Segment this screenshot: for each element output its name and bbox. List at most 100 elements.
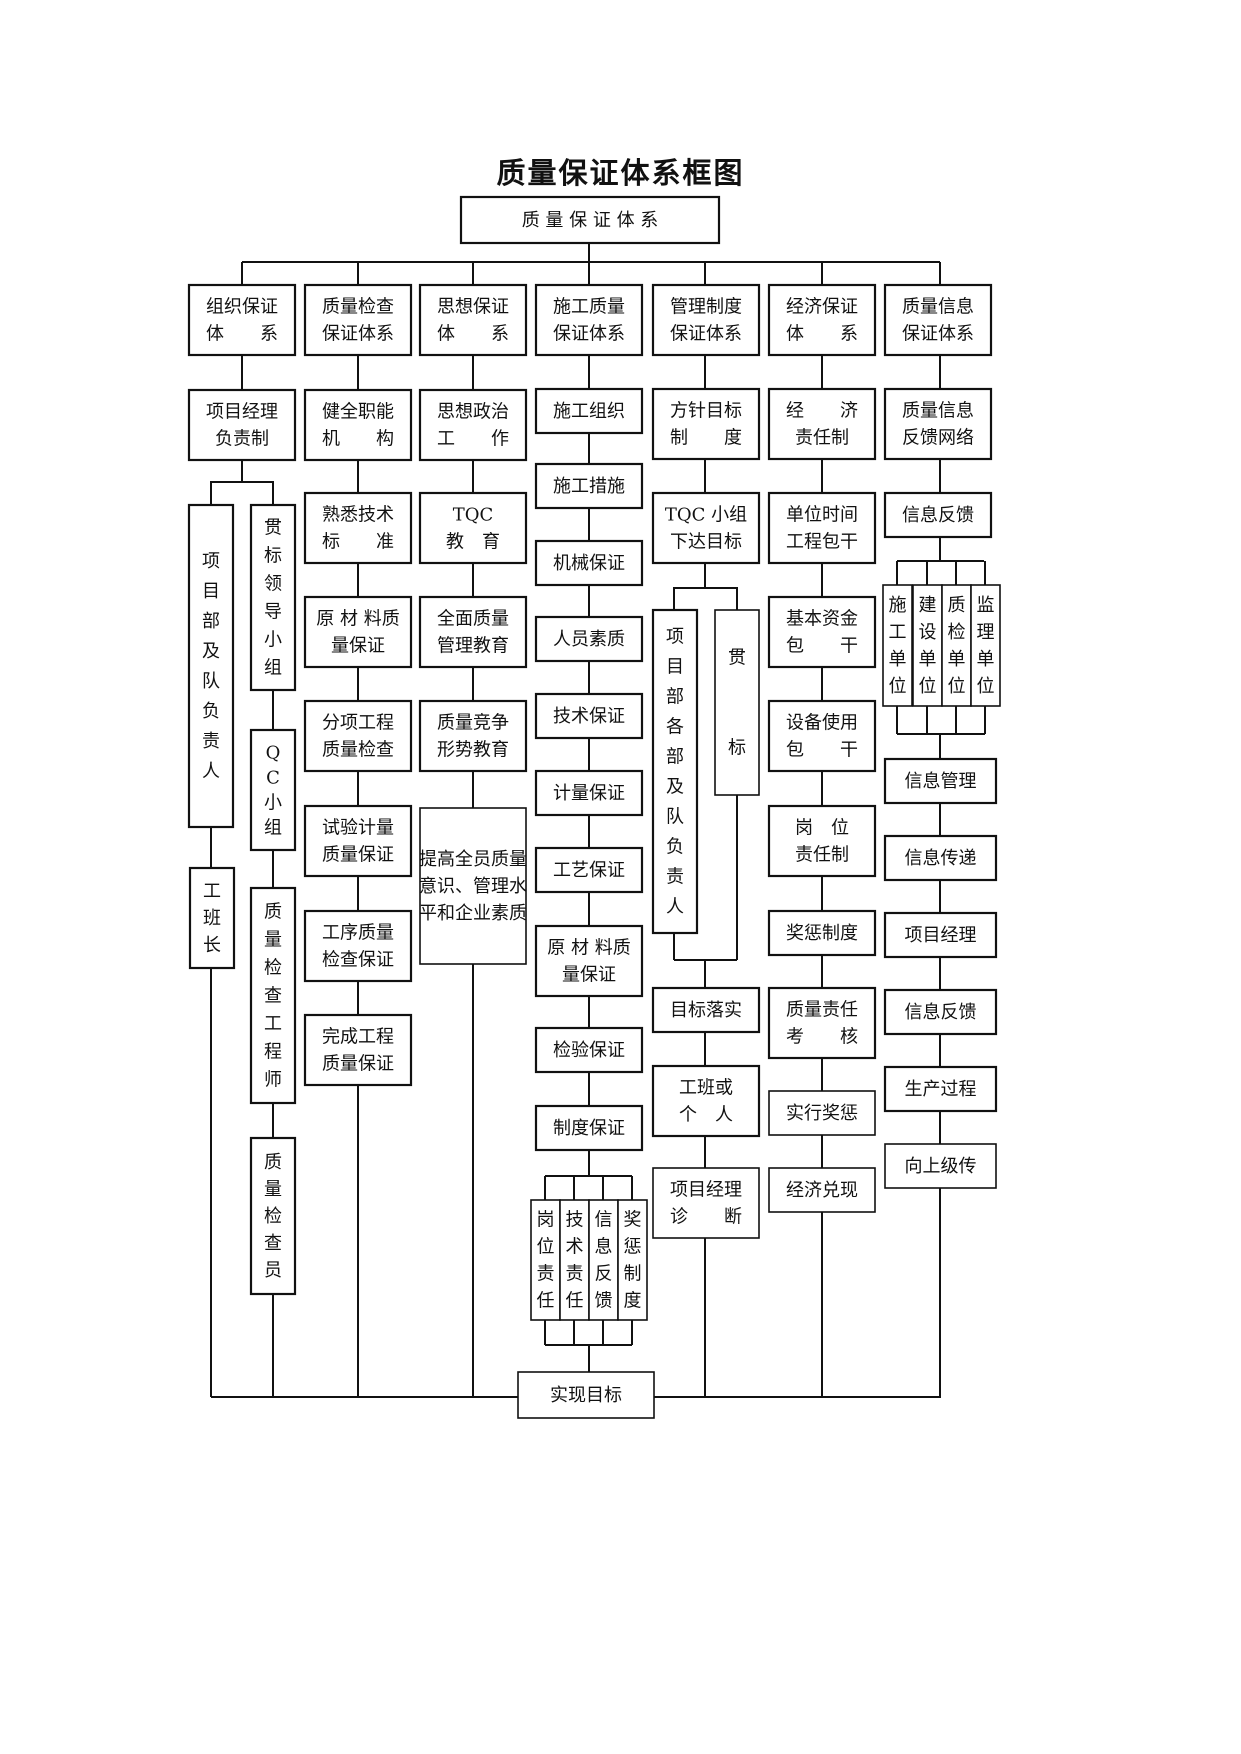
box-text: 工艺保证 [553, 860, 625, 881]
col4-v-0: 项目部各部及队负责人 [651, 608, 699, 935]
box-text: 体 系 [437, 324, 509, 345]
box-text: 质量检查工程师 [264, 902, 282, 1091]
box-text: TQC 小组 [665, 505, 747, 526]
box-text: 完成工程 [322, 1027, 394, 1048]
box-text: 教 育 [446, 532, 500, 553]
col3-sub-0: 岗位责任 [530, 1199, 561, 1321]
box-text: 项目经理 [905, 925, 977, 946]
box-text: 质量检查员 [264, 1152, 282, 1281]
col6-item-1: 信息反馈 [883, 491, 993, 539]
col3-sub-3: 奖惩制度 [617, 1199, 648, 1321]
box-text: 信息管理 [905, 771, 977, 792]
box-text: 岗 位 [795, 818, 849, 839]
box-text: 量保证 [562, 965, 616, 986]
box-text: 生产过程 [905, 1079, 977, 1100]
box-text: 全面质量 [437, 609, 509, 630]
box-text: 量保证 [331, 636, 385, 657]
box-text: 保证体系 [670, 324, 742, 345]
box-text: 信息反馈 [595, 1210, 613, 1312]
box-text: 机械保证 [553, 553, 625, 574]
box-text: 标 准 [322, 532, 394, 553]
box-text: 试验计量 [322, 818, 394, 839]
col3-item-4: 技术保证 [534, 692, 644, 740]
connector-line [210, 481, 274, 505]
col3-item-9: 制度保证 [534, 1104, 644, 1152]
col5-item-8: 经济兑现 [768, 1167, 876, 1213]
box-text: 工程包干 [786, 532, 858, 553]
box-text: 目标落实 [670, 1000, 742, 1021]
top-box: 质 量 保 证 体 系 [459, 195, 721, 245]
box-text: 质量信息 [902, 401, 974, 422]
col6-item-4: 项目经理 [883, 911, 998, 959]
box-text: 反馈网络 [902, 428, 974, 449]
col6-sub-2: 质检单位 [941, 584, 972, 707]
col6-item-2: 信息管理 [883, 757, 998, 805]
box-text: 制 度 [670, 428, 742, 449]
box-text: 质量保证 [322, 845, 394, 866]
col6-sub-3: 监理单位 [970, 584, 1001, 707]
box-text: 管理制度 [670, 297, 742, 318]
box-text: 技术保证 [553, 706, 625, 727]
box-text: 保证体系 [322, 324, 394, 345]
box-text: 负责制 [215, 429, 269, 450]
box-text: 项目经理 [206, 402, 278, 423]
box-text: 监理单位 [977, 595, 995, 697]
box-text: 经 济 [786, 401, 858, 422]
connector-line [673, 587, 738, 610]
box-text: 质 量 保 证 体 系 [522, 210, 659, 231]
col0-v-3: 质量检查工程师 [249, 886, 297, 1105]
box-text: 基本资金 [786, 609, 858, 630]
box-text: 方针目标 [670, 401, 742, 422]
box-text: 信息反馈 [902, 505, 974, 526]
box-text: 分项工程 [322, 713, 394, 734]
col6-item-3: 信息传递 [883, 834, 998, 882]
box-text: 意识、管理水 [419, 876, 527, 897]
box-text: 奖惩制度 [786, 923, 858, 944]
box-text: 健全职能 [322, 402, 394, 423]
box-text: 质量责任 [786, 1000, 858, 1021]
box-text: 施工措施 [553, 476, 625, 497]
box-text: 奖惩制度 [624, 1210, 642, 1312]
box-text: 工班长 [203, 881, 221, 956]
box-text: 检验保证 [553, 1040, 625, 1061]
box-text: 原 材 料质 [316, 609, 399, 630]
box-text: 单位时间 [786, 505, 858, 526]
box-text: 体 系 [206, 324, 278, 345]
box-text: 检查保证 [322, 950, 394, 971]
box-text: 质量竞争 [437, 713, 509, 734]
col0-v-1: 贯标领导小组 [249, 503, 297, 692]
box-text: 质检单位 [948, 595, 966, 697]
col3-item-6: 工艺保证 [534, 846, 644, 894]
box-text: 岗位责任 [537, 1210, 555, 1312]
box-text: 平和企业素质 [419, 903, 527, 924]
box-text: 提高全员质量 [419, 849, 527, 870]
box-text: 个 人 [679, 1105, 733, 1126]
box-text: 保证体系 [902, 324, 974, 345]
box-text: 施工质量 [553, 297, 625, 318]
box-text: 工 作 [437, 429, 509, 450]
box-text: 下达目标 [670, 532, 742, 553]
box-text: 信息反馈 [905, 1002, 977, 1023]
col5-item-7: 实行奖惩 [768, 1090, 876, 1136]
col3-item-8: 检验保证 [534, 1026, 644, 1074]
box-text: 考 核 [786, 1027, 858, 1048]
box-text: 实现目标 [550, 1385, 622, 1406]
box-text: 质量保证 [322, 1054, 394, 1075]
box-text: 经济保证 [786, 297, 858, 318]
